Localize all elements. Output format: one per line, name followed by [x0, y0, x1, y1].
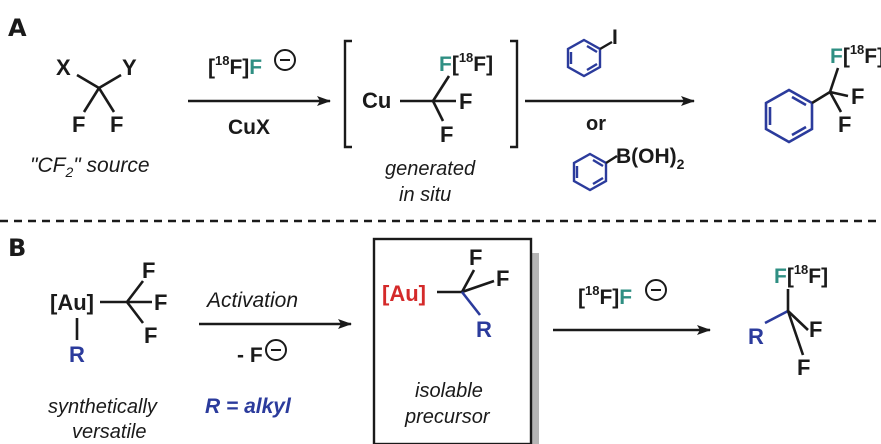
product-a-cf3-bonds [811, 67, 849, 113]
precursor-structure [437, 269, 495, 316]
start-caption-2: versatile [72, 421, 146, 443]
start-f2: F [154, 290, 167, 315]
precursor-caption-2: precursor [404, 406, 491, 428]
precursor-f1: F [469, 245, 482, 270]
product-b-structure [764, 289, 809, 356]
intermediate-f2: F [440, 122, 453, 147]
arrow-b2-reagent: [18F]F [578, 283, 632, 309]
panel-b-label: B [8, 234, 26, 262]
phenylboronic-structure [572, 152, 618, 192]
precursor-au: [Au] [382, 281, 426, 306]
product-b-r: R [748, 324, 764, 349]
start-f1: F [142, 258, 155, 283]
source-x: X [56, 55, 71, 80]
source-caption: "CF2" source [30, 154, 150, 180]
fluoride-charge-icon [274, 49, 296, 71]
start-au: [Au] [50, 290, 94, 315]
source-f1: F [72, 112, 85, 137]
precursor-f2: F [496, 266, 509, 291]
bracket-right [510, 39, 519, 149]
precursor-box [372, 237, 533, 444]
iodo-label: I [612, 26, 618, 49]
source-f2: F [110, 112, 123, 137]
cu-cf3-structure [400, 75, 456, 122]
product-a-f2: F [838, 112, 851, 137]
source-y: Y [122, 55, 137, 80]
bracket-left [343, 39, 352, 149]
precursor-caption-1: isolable [415, 380, 483, 402]
start-r: R [69, 342, 85, 367]
cf2-source-structure [76, 73, 122, 113]
start-f3: F [144, 323, 157, 348]
fluoride-charge-icon [265, 339, 287, 361]
precursor-box-shadow [531, 253, 539, 444]
iodobenzene-structure [566, 38, 613, 78]
arrow-a1-reagent: [18F]F [208, 53, 262, 79]
product-b-f2: F [797, 355, 810, 380]
panel-a-label: A [8, 14, 27, 42]
arrow-b1-top: Activation [205, 289, 298, 312]
intermediate-caption-2: in situ [399, 184, 451, 206]
intermediate-f18: F[18F] [439, 50, 493, 76]
product-b-f1: F [809, 317, 822, 342]
intermediate-f1: F [459, 89, 472, 114]
arrow-a1-cux: CuX [228, 116, 270, 139]
product-a-benzene [764, 88, 814, 144]
arrow-b1-bottom: - F [237, 344, 263, 367]
precursor-r: R [476, 317, 492, 342]
fluoride-charge-icon [645, 279, 667, 301]
or-label: or [586, 113, 606, 135]
intermediate-cu: Cu [362, 88, 391, 113]
r-alkyl-note: R = alkyl [205, 395, 292, 418]
intermediate-caption-1: generated [385, 158, 476, 180]
start-caption-1: synthetically [48, 396, 158, 418]
product-a-f18: F[18F] [830, 42, 881, 68]
boronic-label: B(OH)2 [616, 145, 685, 172]
product-a-f1: F [851, 84, 864, 109]
product-b-f18: F[18F] [774, 262, 828, 288]
au-cf3-structure [75, 280, 152, 340]
